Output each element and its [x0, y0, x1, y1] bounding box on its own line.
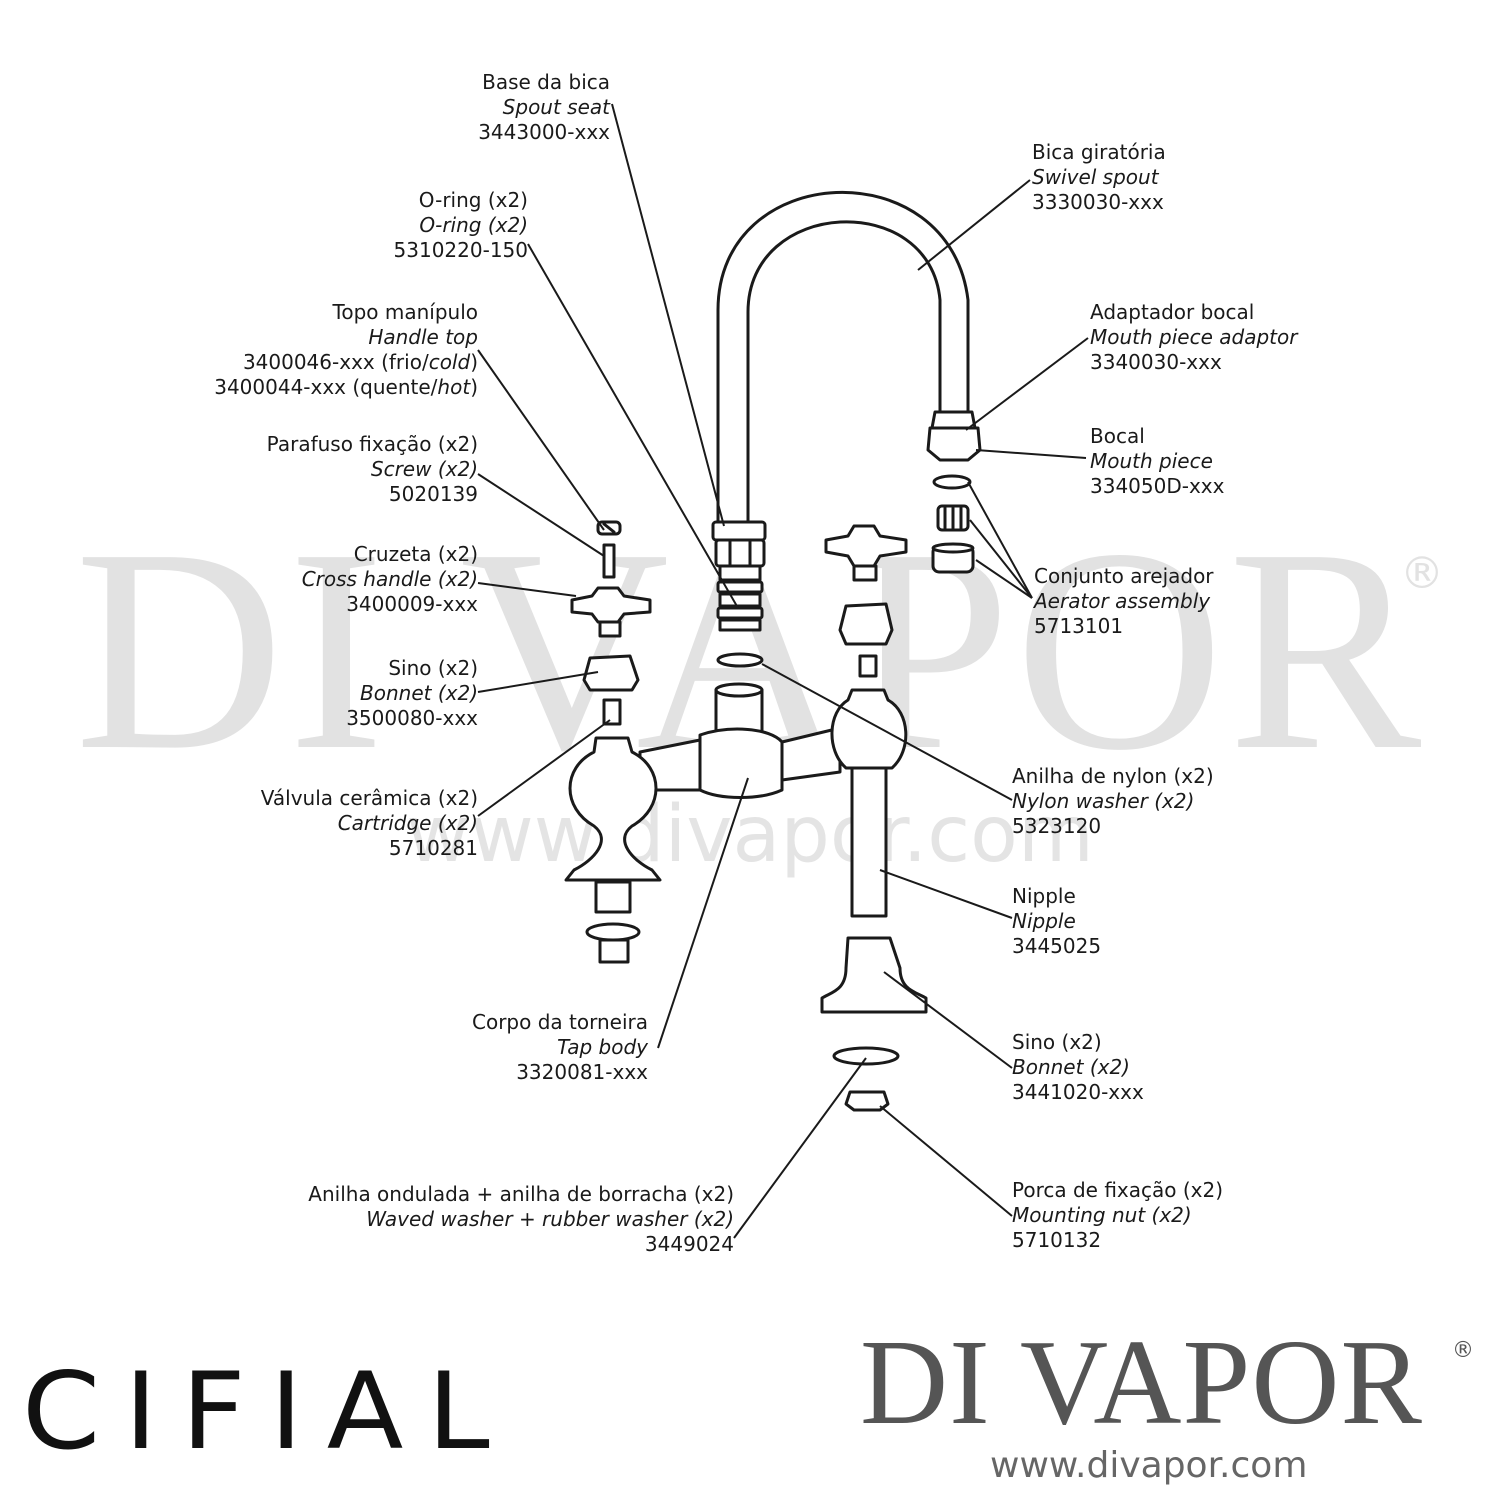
label-mouth-piece: Bocal Mouth piece 334050D-xxx	[1090, 424, 1225, 498]
watermark-url: www.divapor.com	[406, 790, 1094, 880]
label-bonnet-left: Sino (x2) Bonnet (x2) 3500080-xxx	[346, 656, 478, 730]
leader-lines	[477, 103, 1089, 1239]
label-o-ring: O-ring (x2) O-ring (x2) 5310220-150	[393, 188, 528, 262]
cifial-logo: CIFIAL	[22, 1350, 514, 1474]
mouth-piece-part	[926, 410, 982, 462]
watermark-registered-mark: ®	[1400, 548, 1444, 599]
label-nipple: Nipple Nipple 3445025	[1012, 884, 1102, 958]
tap-body-part	[564, 682, 908, 964]
bonnet-right-part	[820, 936, 928, 1014]
label-bonnet-right: Sino (x2) Bonnet (x2) 3441020-xxx	[1012, 1030, 1144, 1104]
label-aerator-assembly: Conjunto arejador Aerator assembly 57131…	[1034, 564, 1214, 638]
label-cartridge: Válvula cerâmica (x2) Cartridge (x2) 571…	[260, 786, 478, 860]
right-handle-stack	[824, 524, 908, 678]
label-cross-handle: Cruzeta (x2) Cross handle (x2) 3400009-x…	[301, 542, 478, 616]
nipple-part	[850, 766, 888, 918]
label-waved-washer: Anilha ondulada + anilha de borracha (x2…	[308, 1182, 734, 1256]
label-mouth-piece-adaptor: Adaptador bocal Mouth piece adaptor 3340…	[1090, 300, 1298, 374]
divapor-url: www.divapor.com	[990, 1445, 1308, 1486]
label-tap-body: Corpo da torneira Tap body 3320081-xxx	[472, 1010, 648, 1084]
aerator-assembly-part	[931, 474, 975, 574]
label-mounting-nut: Porca de fixação (x2) Mounting nut (x2) …	[1012, 1178, 1224, 1252]
swivel-spout-part	[716, 191, 970, 527]
label-nylon-washer: Anilha de nylon (x2) Nylon washer (x2) 5…	[1012, 764, 1214, 838]
label-handle-top: Topo manípulo Handle top 3400046-xxx (fr…	[214, 300, 478, 399]
divapor-logo: DI VAPOR	[860, 1315, 1423, 1450]
label-swivel-spout: Bica giratória Swivel spout 3330030-xxx	[1032, 140, 1166, 214]
label-spout-seat: Base da bica Spout seat 3443000-xxx	[478, 70, 610, 144]
nylon-washer-part	[716, 652, 764, 668]
label-screw: Parafuso fixação (x2) Screw (x2) 5020139	[266, 432, 478, 506]
divapor-registered-mark: ®	[1452, 1338, 1474, 1363]
waved-washer-part	[832, 1046, 900, 1066]
spout-seat-part	[711, 520, 767, 632]
mounting-nut-part	[844, 1090, 890, 1112]
left-handle-stack	[570, 520, 652, 726]
